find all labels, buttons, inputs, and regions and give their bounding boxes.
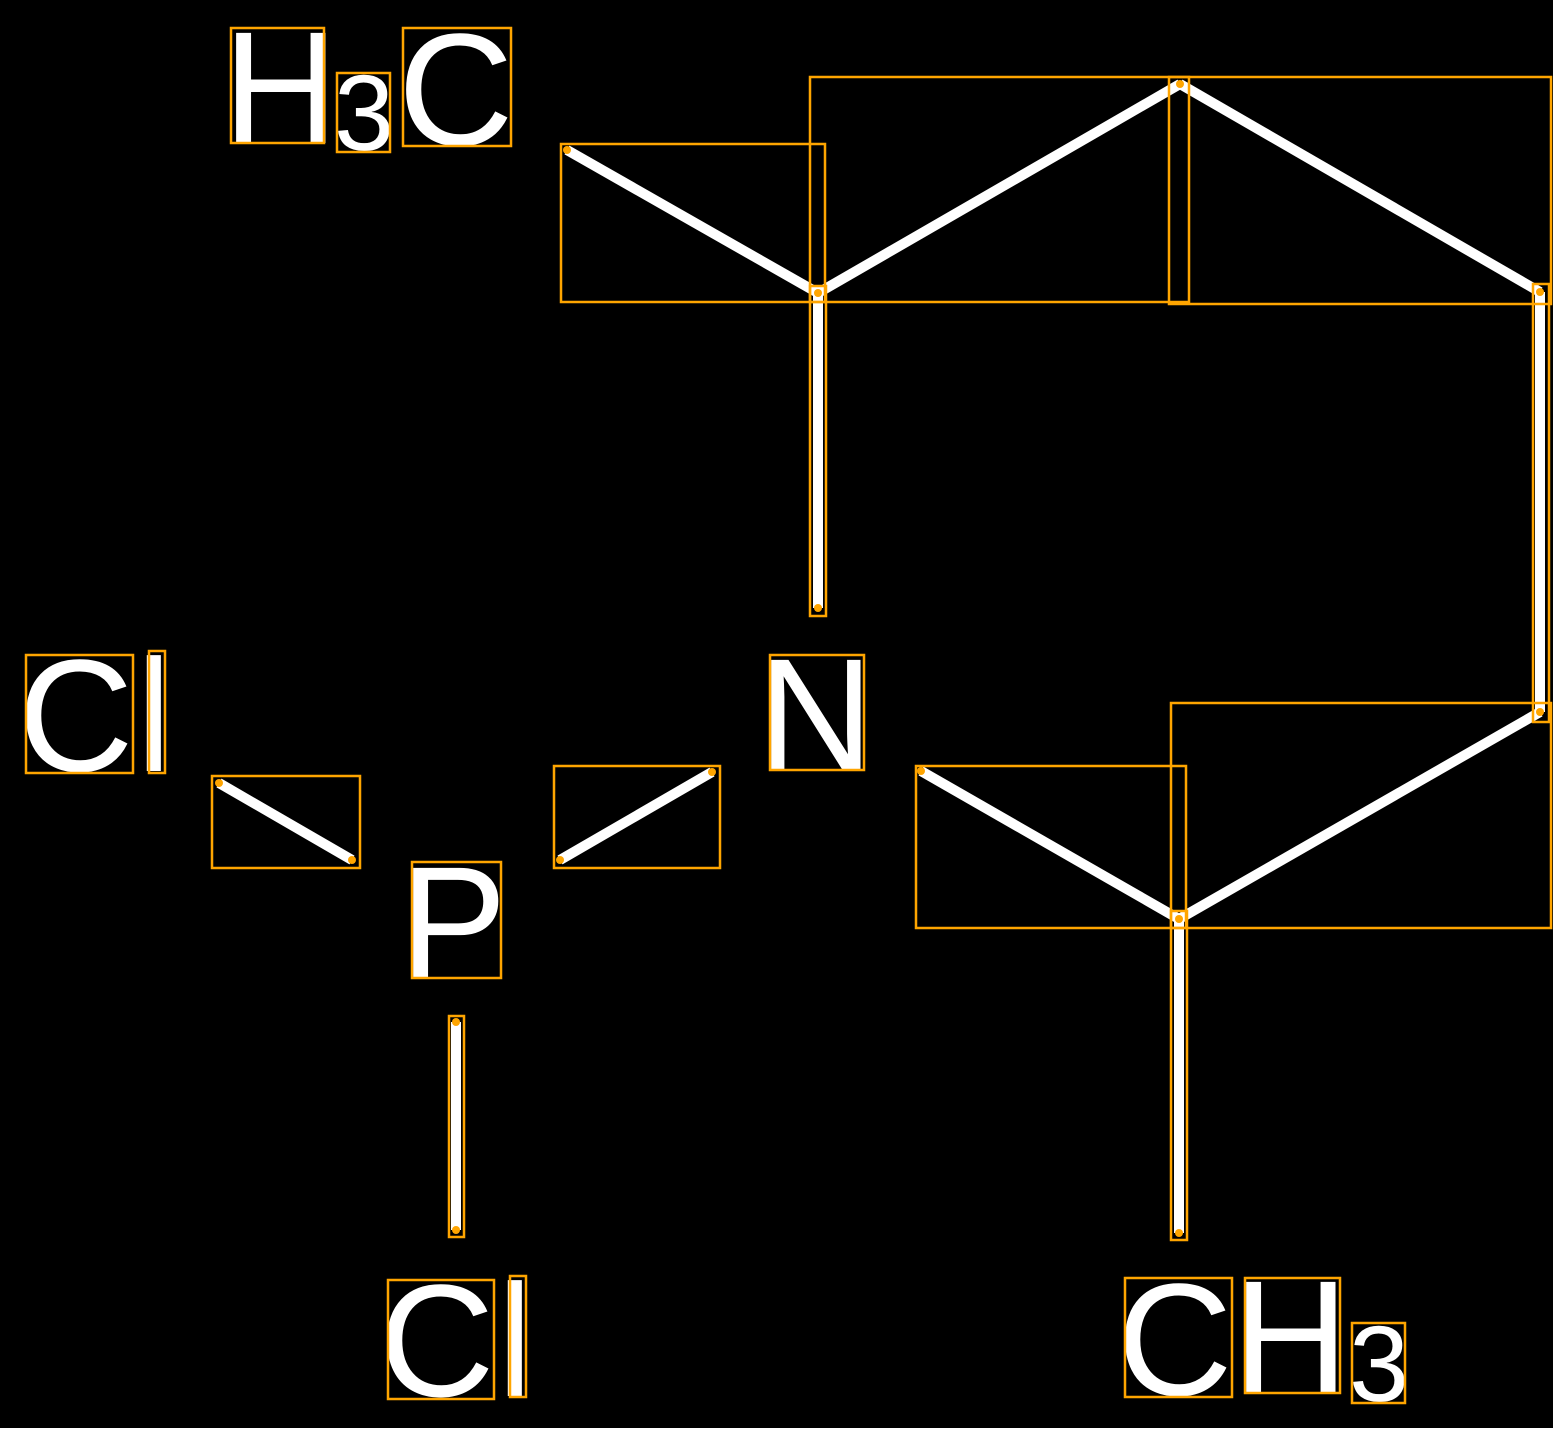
box-cl-bottom-l <box>508 1274 528 1399</box>
box-cl-left-l <box>147 649 167 775</box>
endpoint-dot <box>814 289 822 297</box>
box-bond-methyl-ring <box>559 142 827 304</box>
atom-c-bottom: C <box>1117 1250 1233 1429</box>
box-c-top <box>401 26 513 148</box>
box-cl-bottom-c <box>386 1278 496 1401</box>
box-3-bottom <box>1350 1321 1407 1405</box>
box-n <box>768 653 866 772</box>
endpoint-dot <box>215 779 223 787</box>
atom-h-top: H <box>223 0 339 177</box>
endpoint-dot <box>452 1226 460 1234</box>
box-bond-ring-4 <box>1169 701 1553 930</box>
box-h-bottom <box>1243 1276 1342 1395</box>
endpoint-dot <box>917 767 925 775</box>
endpoint-dot <box>1175 1229 1183 1237</box>
endpoint-dot <box>563 146 571 154</box>
atom-sub-3-bottom: 3 <box>1349 1303 1409 1424</box>
atom-cl-bottom-c: C <box>379 1251 495 1430</box>
atom-sub-3-top: 3 <box>334 52 394 173</box>
box-cl-left-c <box>24 653 135 775</box>
box-p <box>410 860 503 980</box>
bond-ring-2 <box>1177 79 1543 297</box>
bond-n-p <box>557 767 715 865</box>
box-3-top <box>335 71 392 154</box>
box-bond-ring-n-top <box>808 284 828 618</box>
endpoint-dot <box>452 1018 460 1026</box>
endpoint-dot <box>1536 708 1544 716</box>
box-bond-ring-n <box>914 764 1188 930</box>
atom-h-bottom: H <box>1233 1247 1349 1426</box>
box-bond-ring-methyl-bottom <box>1169 909 1189 1242</box>
box-h-top <box>229 26 326 145</box>
bond-ring-4 <box>1176 707 1543 924</box>
atom-cl-left-c: C <box>18 626 134 805</box>
bond-ring-1 <box>815 79 1183 298</box>
endpoint-dot <box>814 604 822 612</box>
box-bond-ring-3 <box>1531 282 1551 724</box>
box-bond-n-p <box>552 764 722 870</box>
atom-p: P <box>400 833 507 1012</box>
annotation-boxes <box>24 26 1553 1405</box>
box-bond-cl-p <box>210 774 362 870</box>
endpoint-dot <box>1175 915 1183 923</box>
box-c-bottom <box>1123 1276 1234 1399</box>
box-bond-p-cl <box>447 1014 466 1239</box>
box-bond-ring-2 <box>1167 75 1553 306</box>
bond-methyl-ring <box>564 145 821 298</box>
atom-n: N <box>758 625 874 804</box>
atom-c-top: C <box>398 0 514 179</box>
bonds <box>216 79 1545 1233</box>
endpoint-dot <box>1176 80 1184 88</box>
endpoint-dot <box>708 768 716 776</box>
endpoint-dot <box>348 856 356 864</box>
bond-ring-n <box>918 766 1182 924</box>
endpoint-dot <box>556 856 564 864</box>
box-bond-ring-1 <box>808 75 1191 304</box>
bond-cl-p <box>216 778 355 865</box>
bond-endpoints <box>215 80 1544 1237</box>
endpoint-dot <box>1536 288 1544 296</box>
